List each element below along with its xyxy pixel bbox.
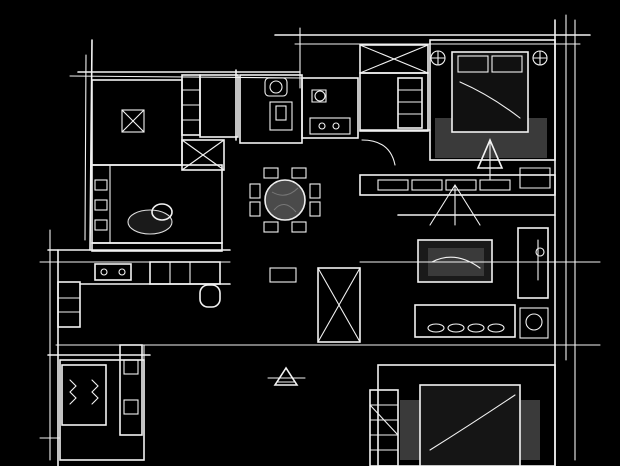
plant-icon	[525, 313, 543, 331]
sink-icon	[199, 284, 221, 308]
laundry	[59, 344, 145, 461]
study	[91, 79, 183, 166]
wardrobe-icon	[181, 69, 239, 141]
bed-icon	[451, 51, 529, 133]
sofa-icon	[414, 304, 516, 338]
entry	[267, 267, 361, 386]
kitchen	[57, 164, 231, 328]
north-arrow-icon	[273, 366, 299, 386]
dining-area	[181, 139, 321, 233]
outer-walls	[39, 14, 601, 466]
bathroom-2	[301, 77, 359, 139]
living-room	[359, 184, 601, 339]
second-bedroom	[369, 364, 556, 466]
bathroom-1	[239, 74, 303, 144]
dining-table-icon	[264, 179, 306, 221]
tv-console	[359, 139, 556, 196]
master-closet	[359, 44, 431, 132]
bathtub-icon	[61, 364, 107, 426]
toilet-icon	[314, 90, 326, 102]
stove-icon	[94, 263, 132, 281]
master-bedroom	[429, 39, 556, 181]
